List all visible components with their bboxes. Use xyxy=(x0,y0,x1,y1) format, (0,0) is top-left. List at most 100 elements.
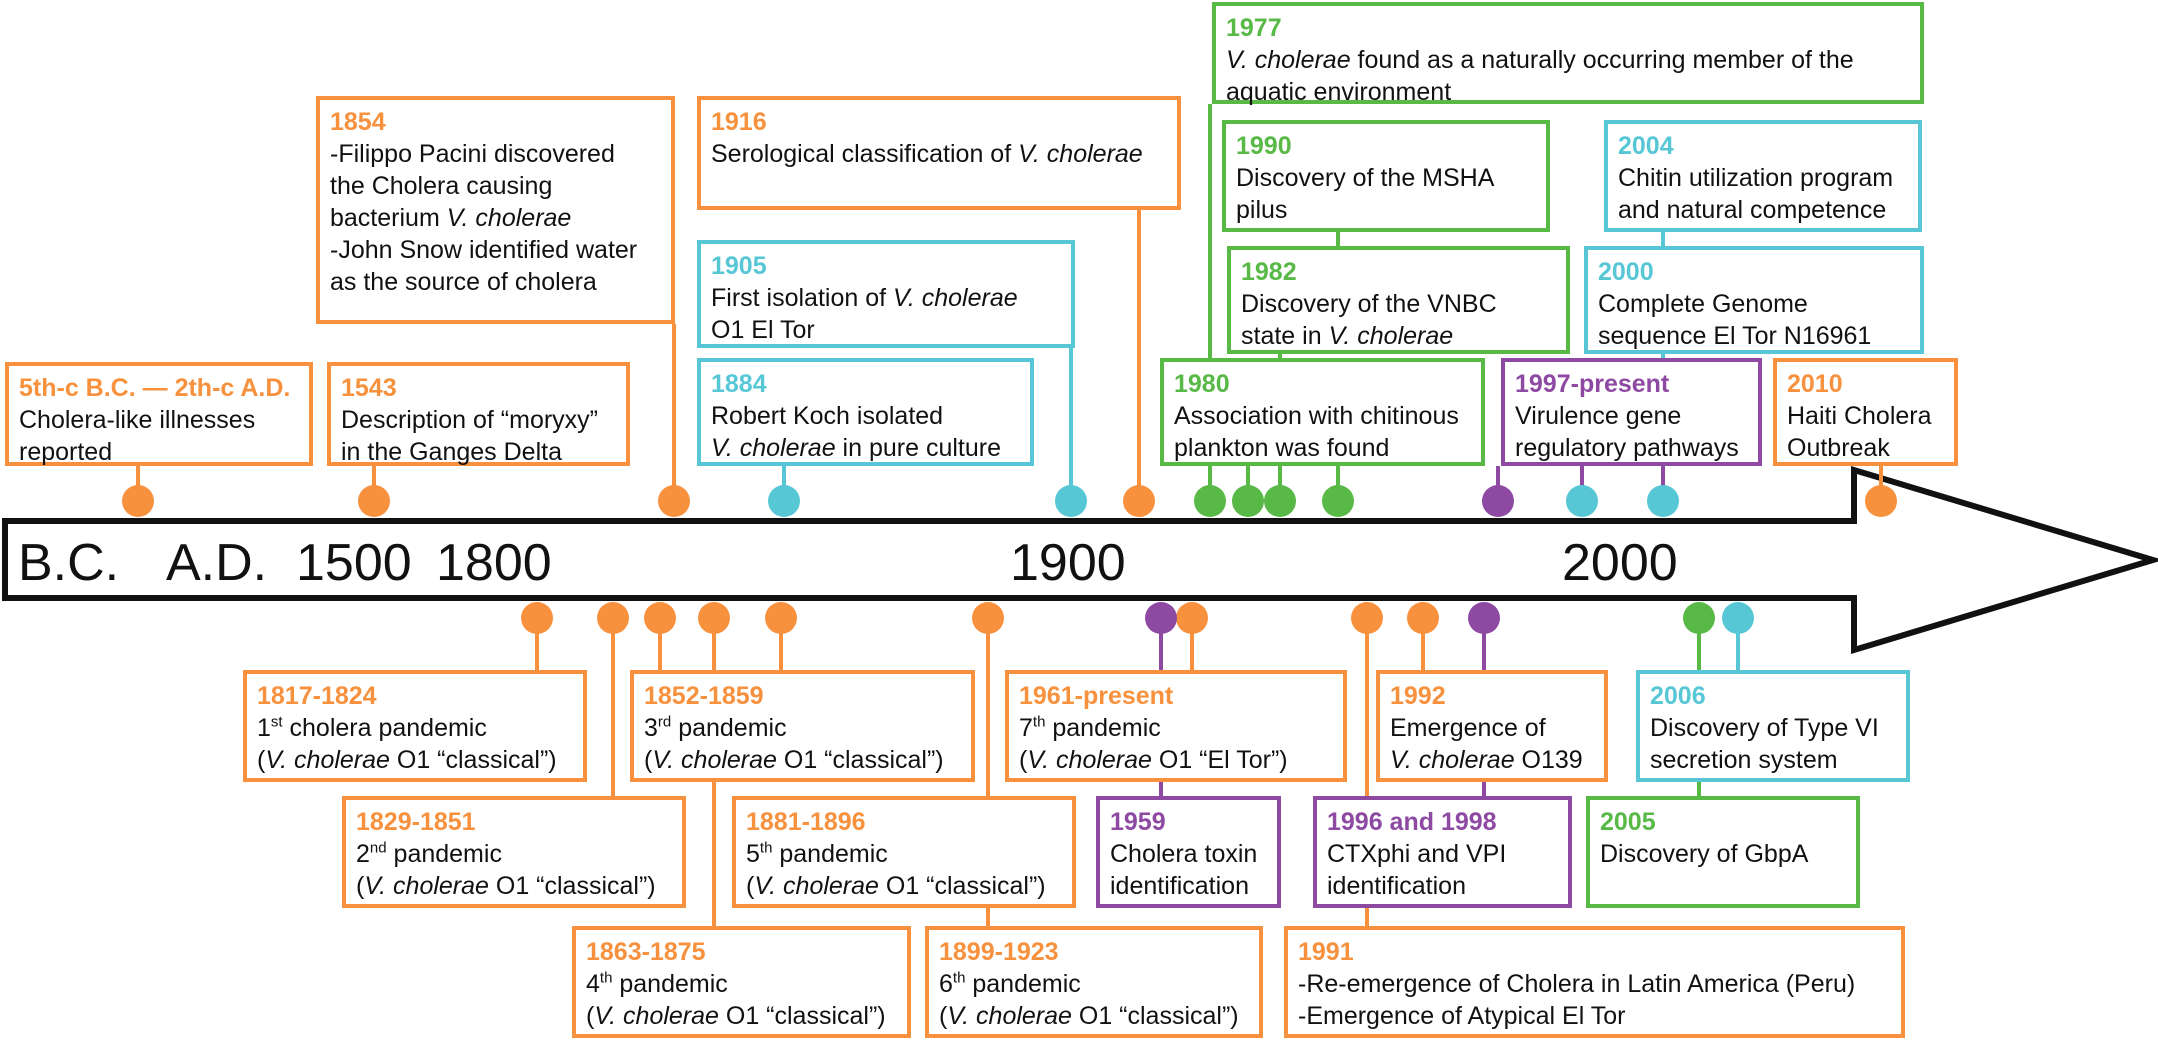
text-segment: sequence El Tor N16961 xyxy=(1598,322,1872,350)
text-segment: O1 “classical”) xyxy=(718,1002,886,1030)
event-text-line: (V. cholerae O1 “classical”) xyxy=(586,1000,897,1032)
text-segment: ( xyxy=(257,746,266,774)
event-text-line: 6th pandemic xyxy=(939,968,1249,1000)
event-text-line: Discovery of the VNBC xyxy=(1241,288,1556,320)
event-box-1991: 1991-Re-emergence of Cholera in Latin Am… xyxy=(1284,926,1905,1038)
marker-dot-1997 xyxy=(1482,485,1514,517)
axis-label-2000: 2000 xyxy=(1562,534,1678,592)
text-segment: Virulence gene xyxy=(1515,402,1682,430)
event-text-line: 7th pandemic xyxy=(1019,712,1333,744)
event-text-line: V. cholerae found as a naturally occurri… xyxy=(1226,44,1910,76)
event-text-line: -Re-emergence of Cholera in Latin Americ… xyxy=(1298,968,1891,1000)
text-segment: reported xyxy=(19,438,113,466)
event-text-line: reported xyxy=(19,436,299,468)
event-year: 1905 xyxy=(711,252,767,280)
event-text-line: regulatory pathways xyxy=(1515,432,1748,464)
event-text-line: Discovery of the MSHA xyxy=(1236,162,1536,194)
text-segment: 5 xyxy=(746,840,760,868)
event-text-line: pilus xyxy=(1236,194,1536,226)
event-text-line: and natural competence xyxy=(1618,194,1908,226)
event-text-line: Description of “moryxy” xyxy=(341,404,616,436)
event-year: 2004 xyxy=(1618,132,1674,160)
text-segment: ( xyxy=(1019,746,1028,774)
marker-dot-1991 xyxy=(1351,602,1383,634)
text-segment: and natural competence xyxy=(1618,196,1887,224)
ordinal-suffix: rd xyxy=(657,713,672,731)
ordinal-suffix: th xyxy=(759,839,773,857)
event-year: 2000 xyxy=(1598,258,1654,286)
event-text-line: aquatic environment xyxy=(1226,76,1910,108)
event-year: 1543 xyxy=(341,374,397,402)
species-name: V. cholerae xyxy=(754,872,879,900)
axis-label-1500: 1500 xyxy=(296,534,412,592)
event-text-line: O1 El Tor xyxy=(711,314,1061,346)
marker-dot-1854 xyxy=(658,485,690,517)
marker-dot-2005 xyxy=(1683,602,1715,634)
event-text-line: Serological classification of V. cholera… xyxy=(711,138,1167,170)
text-segment: pandemic xyxy=(1045,714,1161,742)
event-text-line: Virulence gene xyxy=(1515,400,1748,432)
species-name: V. cholerae xyxy=(1018,140,1143,168)
event-year: 1977 xyxy=(1226,14,1282,42)
text-segment: as the source of cholera xyxy=(330,268,597,296)
event-year: 1991 xyxy=(1298,938,1354,966)
marker-dot-1905 xyxy=(1055,485,1087,517)
marker-dot-1852-1 xyxy=(698,602,730,634)
event-year: 1854 xyxy=(330,108,386,136)
text-segment: secretion system xyxy=(1650,746,1838,774)
species-name: V. cholerae xyxy=(652,746,777,774)
text-segment: Chitin utilization program xyxy=(1618,164,1894,192)
text-segment: pandemic xyxy=(386,840,502,868)
text-segment: aquatic environment xyxy=(1226,78,1452,106)
event-text-line: 2nd pandemic xyxy=(356,838,672,870)
event-year: 1852-1859 xyxy=(644,682,764,710)
event-text-line: in the Ganges Delta xyxy=(341,436,616,468)
event-text-line: V. cholerae in pure culture xyxy=(711,432,1020,464)
event-year: 1829-1851 xyxy=(356,808,476,836)
text-segment: Emergence of xyxy=(1390,714,1546,742)
species-name: V. cholerae xyxy=(446,204,572,232)
axis-label-ad: A.D. xyxy=(166,534,267,592)
marker-dot-1829 xyxy=(597,602,629,634)
event-text-line: (V. cholerae O1 “classical”) xyxy=(257,744,573,776)
event-year: 1980 xyxy=(1174,370,1230,398)
event-text-line: Chitin utilization program xyxy=(1618,162,1908,194)
text-segment: 2 xyxy=(356,840,370,868)
event-year: 1899-1923 xyxy=(939,938,1059,966)
event-year: 1961-present xyxy=(1019,682,1174,710)
text-segment: ( xyxy=(939,1002,948,1030)
axis-label-1800: 1800 xyxy=(436,534,552,592)
text-segment: -John Snow identified water xyxy=(330,236,638,264)
event-text-line: plankton was found xyxy=(1174,432,1471,464)
event-year: 1992 xyxy=(1390,682,1446,710)
event-text-line: Discovery of Type VI xyxy=(1650,712,1896,744)
event-year: 1863-1875 xyxy=(586,938,706,966)
event-year: 1959 xyxy=(1110,808,1166,836)
marker-dot-2004 xyxy=(1647,485,1679,517)
text-segment: ( xyxy=(644,746,653,774)
event-text-line: -Emergence of Atypical El Tor xyxy=(1298,1000,1891,1032)
event-year: 1881-1896 xyxy=(746,808,866,836)
species-name: V. cholerae xyxy=(265,746,390,774)
event-text-line: -John Snow identified water xyxy=(330,234,661,266)
event-text-line: (V. cholerae O1 “classical”) xyxy=(746,870,1062,902)
marker-dot-2010 xyxy=(1865,485,1897,517)
species-name: V. cholerae xyxy=(1390,746,1515,774)
event-text-line: V. cholerae O139 xyxy=(1390,744,1594,776)
species-name: V. cholerae xyxy=(594,1002,719,1030)
text-segment: O1 “classical”) xyxy=(776,746,944,774)
text-segment: found as a naturally occurring member of… xyxy=(1350,46,1854,74)
ordinal-suffix: nd xyxy=(369,839,387,857)
